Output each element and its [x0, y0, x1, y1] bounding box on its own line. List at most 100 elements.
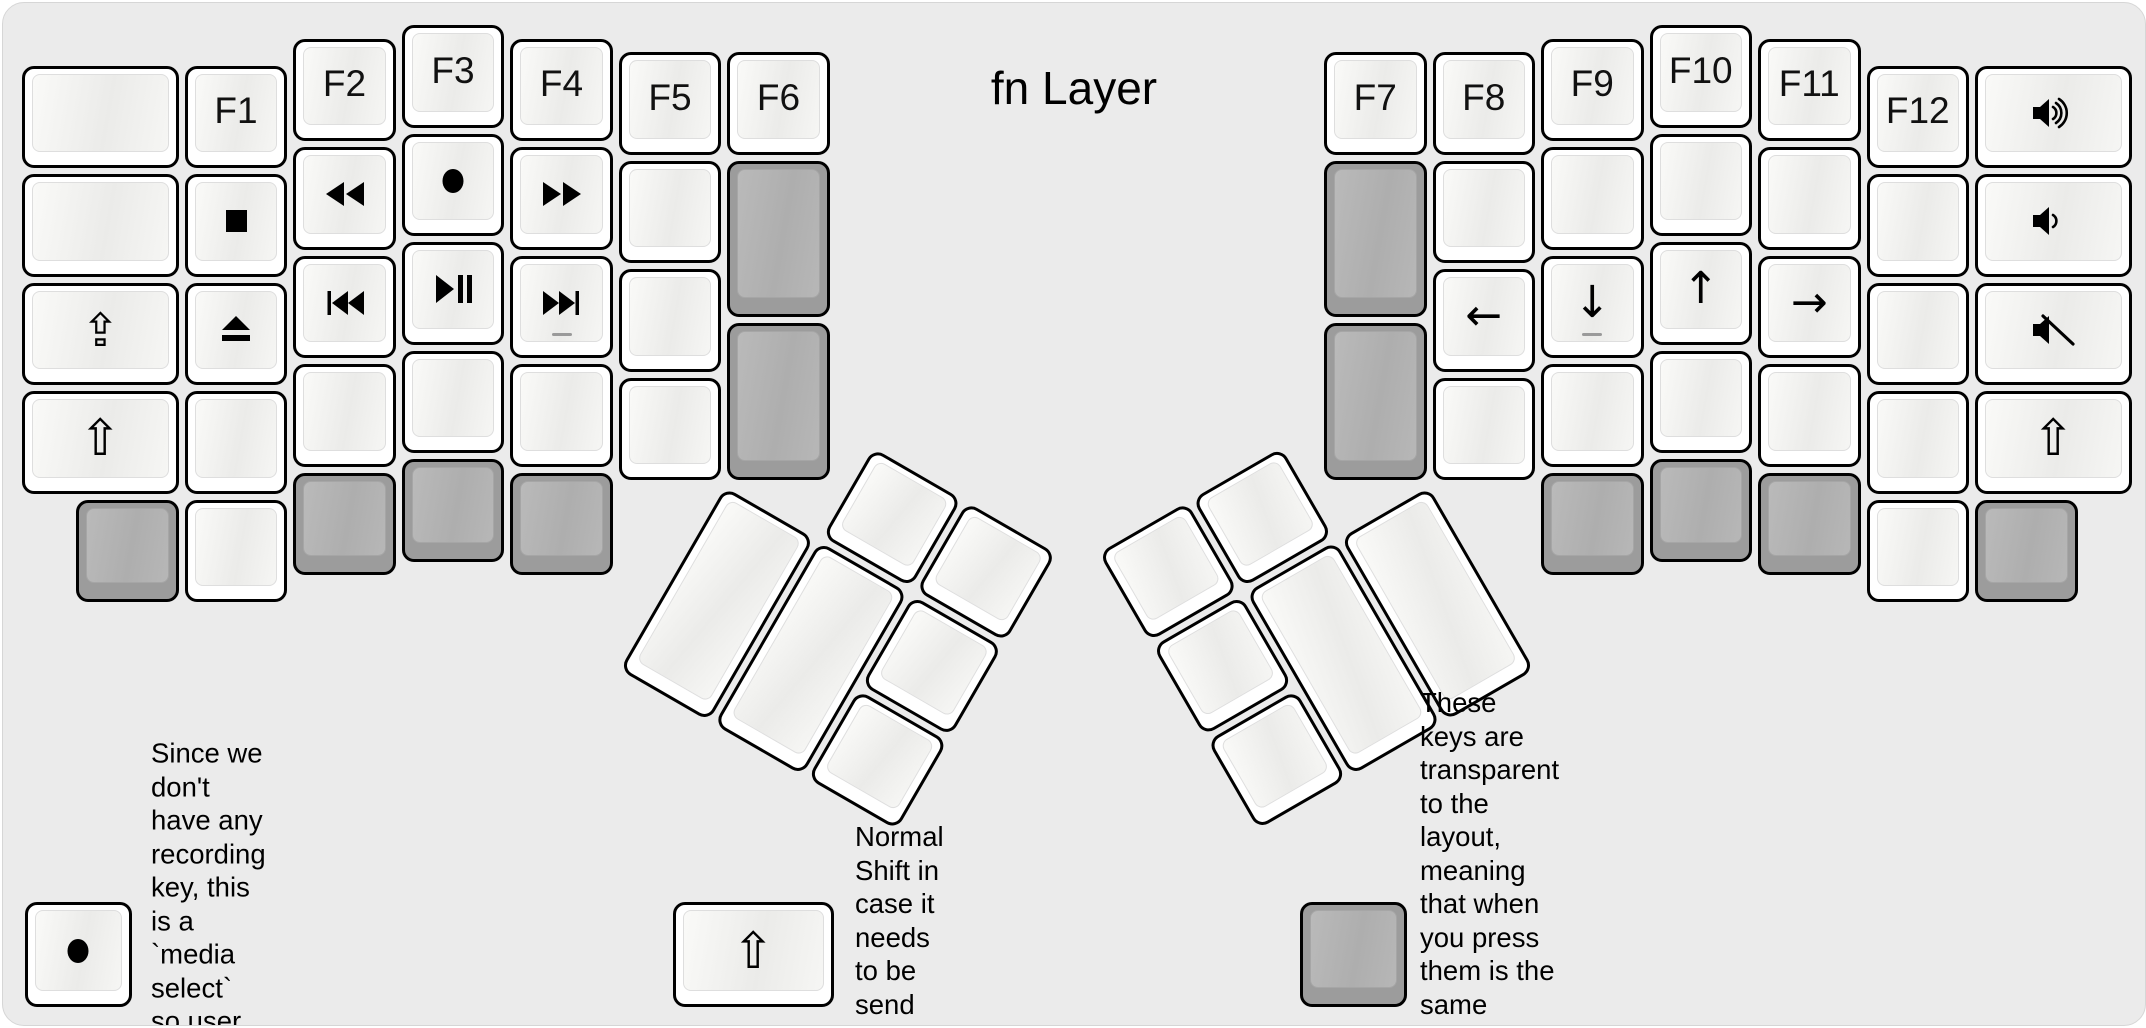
volume-down-icon [2033, 207, 2058, 236]
keycap-surface [1164, 607, 1276, 717]
key-blank[interactable] [1866, 391, 1969, 494]
keycap-surface: F6 [737, 60, 820, 139]
key-blank[interactable] [1432, 377, 1535, 481]
key-transparent-blank[interactable] [1541, 472, 1644, 576]
key-mute[interactable] [1975, 282, 2132, 386]
keycap-surface [737, 168, 820, 299]
key-fast-forward[interactable] [510, 147, 613, 250]
keycap-surface [411, 141, 495, 220]
key-f1[interactable]: F1 [184, 65, 288, 169]
key-blank[interactable] [1866, 174, 1969, 277]
keycap-surface [1218, 701, 1330, 811]
key-f12[interactable]: F12 [1866, 65, 1969, 169]
key-blank[interactable] [618, 160, 722, 264]
key-transparent-blank[interactable] [727, 323, 830, 481]
key-stop[interactable] [184, 174, 288, 277]
key-eject[interactable] [184, 282, 288, 386]
keycap-surface: F9 [1551, 46, 1634, 126]
key-label: F2 [322, 63, 367, 105]
keycap-surface [1551, 480, 1634, 557]
key-f11[interactable]: F11 [1758, 38, 1861, 142]
key-caps-lock[interactable]: ⇪ [22, 282, 179, 386]
key-shift[interactable]: ⇧ [22, 391, 179, 494]
keycap-surface: ↓ [1551, 263, 1634, 343]
key-f6[interactable]: F6 [727, 52, 830, 155]
keycap-surface [838, 459, 950, 569]
key-blank[interactable] [184, 391, 288, 494]
key-arrow-up[interactable]: ↑ [1649, 242, 1752, 345]
key-f3[interactable]: F3 [401, 25, 505, 128]
key-blank[interactable] [1649, 133, 1752, 236]
key-blank[interactable] [1758, 364, 1861, 467]
key-blank[interactable] [1758, 147, 1861, 250]
key-blank[interactable] [293, 364, 396, 467]
key-volume-down[interactable] [1975, 174, 2132, 277]
key-f10[interactable]: F10 [1649, 25, 1752, 128]
key-blank[interactable] [22, 174, 179, 277]
key-label: F4 [539, 63, 584, 105]
key-rewind[interactable] [293, 147, 396, 250]
key-blank[interactable] [1541, 364, 1644, 467]
prev-track-icon [327, 290, 364, 315]
key-record[interactable] [401, 133, 505, 236]
key-transparent-blank[interactable] [1758, 472, 1861, 576]
key-next-track[interactable] [510, 255, 613, 359]
key-f5[interactable]: F5 [618, 52, 722, 155]
caps-lock-icon: ⇪ [81, 302, 120, 357]
key-transparent-blank[interactable] [1324, 323, 1427, 481]
keycap-surface: F10 [1659, 33, 1742, 112]
key-label: F8 [1462, 76, 1506, 118]
key-f2[interactable]: F2 [293, 38, 396, 142]
key-f9[interactable]: F9 [1541, 38, 1644, 142]
shift-icon: ⇧ [732, 921, 775, 980]
key-blank[interactable] [184, 499, 288, 603]
keycap-surface [1334, 168, 1417, 299]
key-blank[interactable] [618, 377, 722, 481]
key-blank[interactable] [1541, 147, 1644, 250]
key-blank[interactable] [1866, 499, 1969, 603]
keycap-surface [628, 168, 712, 248]
key-transparent-blank[interactable] [1975, 499, 2078, 603]
legend-text-media-select: Since we don't have any recording key, t… [151, 737, 266, 1026]
key-f7[interactable]: F7 [1324, 52, 1427, 155]
keycap-surface [32, 73, 169, 153]
keycap-surface [194, 399, 278, 478]
legend-sample-record-key [25, 902, 132, 1007]
key-transparent-blank[interactable] [76, 499, 179, 603]
key-blank[interactable] [401, 350, 505, 453]
key-blank[interactable] [1866, 282, 1969, 386]
keycap-surface [1334, 331, 1417, 462]
key-blank[interactable] [1649, 350, 1752, 453]
keycap-surface: F1 [194, 73, 278, 153]
key-f8[interactable]: F8 [1432, 52, 1535, 155]
key-volume-up[interactable] [1975, 65, 2132, 169]
legend-text-normal-shift: Normal Shift in case it needs to be send… [855, 821, 944, 1025]
key-arrow-down[interactable]: ↓ [1541, 255, 1644, 359]
keycap-surface: ↑ [1659, 250, 1742, 329]
key-blank[interactable] [618, 269, 722, 372]
keycap-surface: F12 [1876, 73, 1959, 153]
key-transparent-blank[interactable] [1324, 160, 1427, 318]
key-transparent-blank[interactable] [510, 472, 613, 576]
key-transparent-blank[interactable] [727, 160, 830, 318]
key-arrow-right[interactable]: → [1758, 255, 1861, 359]
key-shift[interactable]: ⇧ [1975, 391, 2132, 494]
keycap-surface [1442, 168, 1525, 248]
key-label: F6 [756, 76, 801, 118]
key-prev-track[interactable] [293, 255, 396, 359]
key-label: F10 [1668, 49, 1733, 91]
key-transparent-blank[interactable] [401, 459, 505, 562]
key-blank[interactable] [510, 364, 613, 467]
key-transparent-blank[interactable] [1649, 459, 1752, 562]
key-transparent-blank[interactable] [293, 472, 396, 576]
key-blank[interactable] [22, 65, 179, 169]
key-play-pause[interactable] [401, 242, 505, 345]
key-arrow-left[interactable]: ← [1432, 269, 1535, 372]
keycap-surface [411, 250, 495, 329]
key-blank[interactable] [1432, 160, 1535, 264]
key-label: F9 [1570, 63, 1614, 105]
keycap-surface [303, 155, 386, 234]
volume-up-icon [2033, 97, 2069, 129]
keycap-surface [303, 480, 386, 557]
key-f4[interactable]: F4 [510, 38, 613, 142]
